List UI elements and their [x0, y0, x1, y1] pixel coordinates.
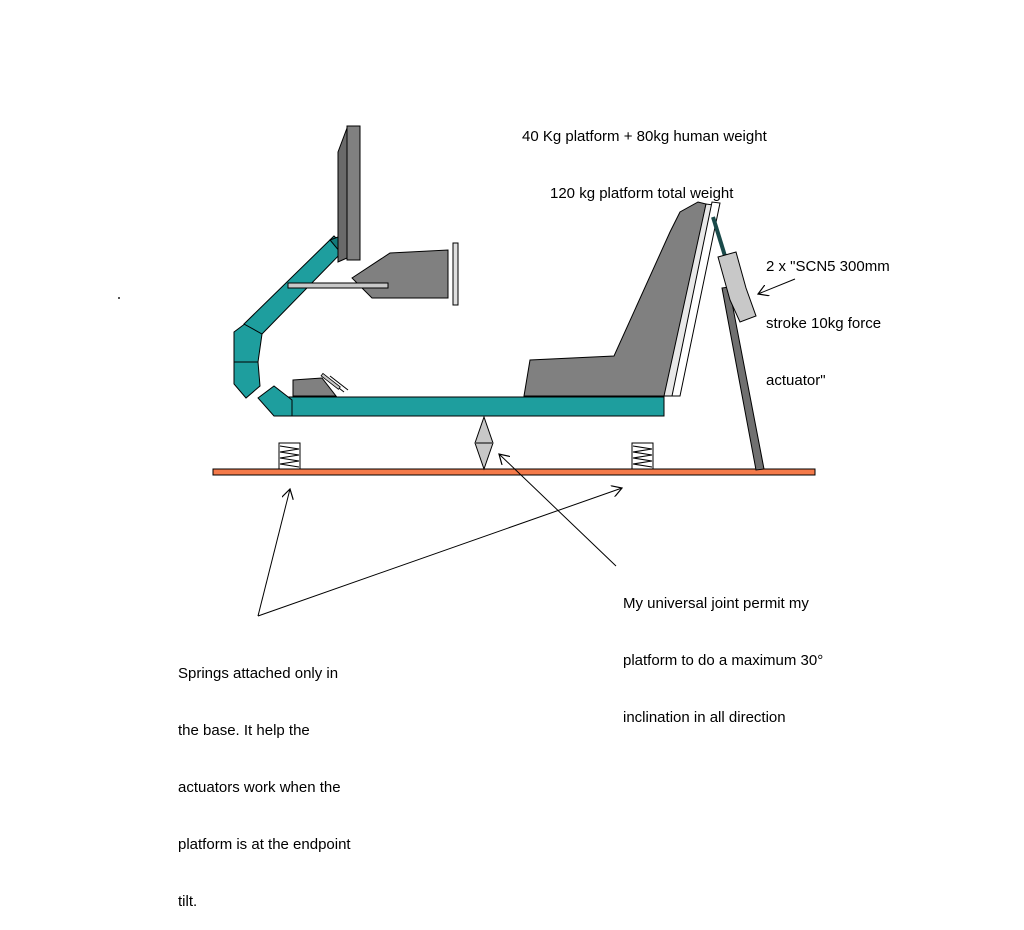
stray-dot	[118, 297, 120, 299]
actuator-arrow	[758, 278, 796, 294]
linear-actuator	[711, 216, 757, 323]
springs-line-1: Springs attached only in	[178, 665, 339, 682]
pedals	[292, 372, 349, 397]
monitor	[337, 125, 361, 263]
springs-line-3: actuators work when the	[178, 779, 341, 796]
joint-annotation: My universal joint permit my platform to…	[623, 556, 823, 746]
platform-beam	[284, 396, 665, 417]
actuator-line-1: 2 x "SCN5 300mm	[766, 258, 890, 275]
weight-annotation: 40 Kg platform + 80kg human weight 120 k…	[522, 89, 767, 222]
joint-arrow	[499, 454, 617, 567]
spring-left-arrow	[257, 489, 290, 617]
actuator-annotation: 2 x "SCN5 300mm stroke 10kg force actuat…	[766, 219, 890, 409]
springs-annotation: Springs attached only in the base. It he…	[178, 626, 351, 930]
spring-right	[631, 442, 654, 470]
springs-line-2: the base. It help the	[178, 722, 310, 739]
motion-platform-diagram	[118, 125, 816, 617]
joint-line-3: inclination in all direction	[623, 709, 786, 726]
joint-line-1: My universal joint permit my	[623, 595, 809, 612]
weight-line-2: 120 kg platform total weight	[550, 185, 734, 202]
actuator-line-2: stroke 10kg force	[766, 315, 882, 332]
springs-line-5: tilt.	[178, 893, 198, 910]
joint-line-2: platform to do a maximum 30°	[623, 652, 824, 669]
racing-seat	[523, 201, 721, 397]
steering-wheel	[287, 242, 459, 306]
base-plate	[212, 468, 816, 476]
springs-line-4: platform is at the endpoint	[178, 836, 351, 853]
spring-right-arrow	[257, 488, 622, 617]
spring-left	[278, 442, 301, 470]
actuator-line-3: actuator"	[766, 372, 826, 389]
weight-line-1: 40 Kg platform + 80kg human weight	[522, 128, 767, 145]
